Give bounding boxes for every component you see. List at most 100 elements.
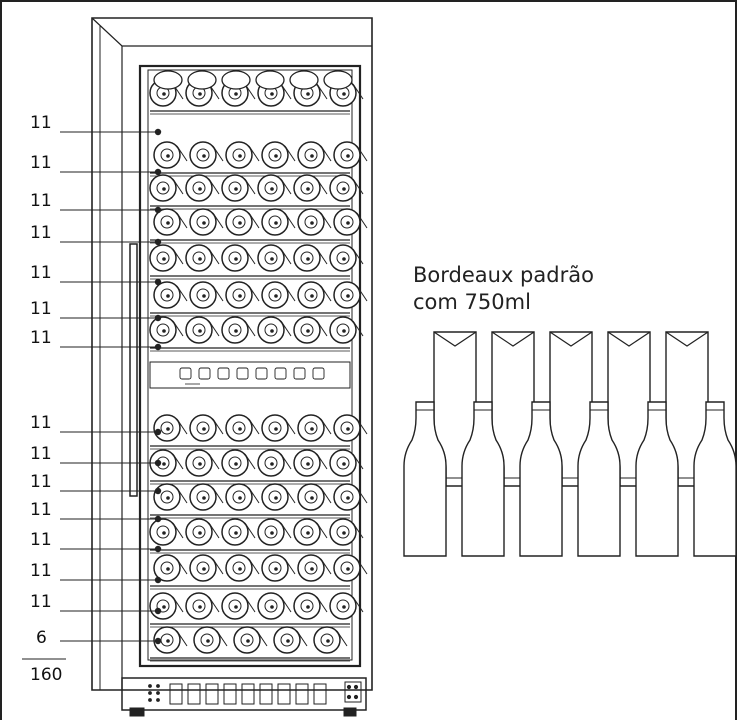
shelf-capacity-label: 11 xyxy=(30,153,52,173)
bottle-neck xyxy=(216,630,228,647)
shelf-row xyxy=(150,414,368,450)
bottle-center xyxy=(198,462,202,466)
leader-dot xyxy=(154,607,162,615)
bottle xyxy=(297,483,332,511)
bottle-neck xyxy=(212,487,224,504)
bottle xyxy=(261,281,296,309)
bottle-neck xyxy=(172,596,184,613)
bottle-neck xyxy=(352,596,364,613)
bottle-center xyxy=(306,605,310,609)
bottle-center xyxy=(202,496,206,500)
bottle-center xyxy=(346,567,350,571)
lock-icon xyxy=(312,367,325,380)
bottle-outline xyxy=(577,401,621,557)
up-arrow-icon xyxy=(274,367,287,380)
bottle xyxy=(153,626,188,654)
bottle-neck xyxy=(284,145,296,162)
bottle-neck xyxy=(316,320,328,337)
bottle-center xyxy=(162,92,166,96)
bottle xyxy=(293,244,328,272)
bottle-neck xyxy=(248,212,260,229)
bottle xyxy=(313,626,348,654)
bottle xyxy=(185,518,220,546)
bottle xyxy=(185,592,220,620)
bottle xyxy=(153,483,188,511)
grille-slot xyxy=(295,683,309,705)
bottle-center xyxy=(162,605,166,609)
light-icon xyxy=(198,367,211,380)
bottle xyxy=(261,483,296,511)
bottle xyxy=(225,483,260,511)
bottle-neck xyxy=(244,320,256,337)
bottle-center xyxy=(162,329,166,333)
grille-slot xyxy=(187,683,201,705)
bottle-outline xyxy=(635,401,679,557)
bottle-neck xyxy=(352,453,364,470)
temperature-zone-icon xyxy=(217,367,230,380)
bottle-neck xyxy=(280,83,292,100)
bottle-center xyxy=(202,567,206,571)
bottle-neck xyxy=(356,212,368,229)
bottle-neck xyxy=(172,248,184,265)
shelf-capacity-label: 11 xyxy=(30,191,52,211)
bottle-center xyxy=(166,221,170,225)
bottle-center xyxy=(162,531,166,535)
bottle-outline xyxy=(519,401,563,557)
bottle-neck xyxy=(316,596,328,613)
bottle-neck xyxy=(320,487,332,504)
shelf-capacity-label: 11 xyxy=(30,444,52,464)
bottle-center xyxy=(238,221,242,225)
bottle xyxy=(329,174,364,202)
bottle-neck xyxy=(356,418,368,435)
grille-dot xyxy=(148,684,152,688)
bottle-neck xyxy=(336,630,348,647)
shelf-capacity-label: 11 xyxy=(30,500,52,520)
bottle-neck xyxy=(356,285,368,302)
bottle-neck xyxy=(248,558,260,575)
bottle-center xyxy=(346,427,350,431)
grille-dot xyxy=(148,691,152,695)
bottle xyxy=(189,141,224,169)
bottle-center xyxy=(346,221,350,225)
bottle-center xyxy=(310,294,314,298)
bottle-neck xyxy=(208,320,220,337)
bottle xyxy=(225,141,260,169)
leader-dot xyxy=(154,314,162,322)
bottle xyxy=(185,244,220,272)
shelf-row xyxy=(150,554,368,590)
bottle xyxy=(149,518,184,546)
shelf-capacity-label: 11 xyxy=(30,592,52,612)
grille-slot xyxy=(205,683,219,705)
shelf-capacity-label: 11 xyxy=(30,413,52,433)
bottle-neck xyxy=(352,178,364,195)
bottle xyxy=(333,554,368,582)
bottle xyxy=(257,449,292,477)
shelf-row xyxy=(150,281,368,317)
bottle-center xyxy=(166,294,170,298)
bottle-neck xyxy=(212,212,224,229)
bottle-neck xyxy=(244,522,256,539)
bottle xyxy=(153,554,188,582)
shelf-capacity-label: 11 xyxy=(30,299,52,319)
bottle xyxy=(149,244,184,272)
bottle-center xyxy=(202,427,206,431)
bottle-outline xyxy=(461,401,505,557)
bottle-center xyxy=(162,187,166,191)
bottle-neck xyxy=(244,248,256,265)
bottle-neck xyxy=(320,145,332,162)
bottle-center xyxy=(306,329,310,333)
bottle-center xyxy=(270,92,274,96)
bottle-center xyxy=(234,605,238,609)
bottle-neck xyxy=(172,522,184,539)
bottle-center xyxy=(342,257,346,261)
leader-dot xyxy=(154,515,162,523)
bottle-center xyxy=(342,462,346,466)
bottle-neck xyxy=(208,596,220,613)
bottle-center xyxy=(274,221,278,225)
frame-right-border xyxy=(735,0,737,720)
bottle-center xyxy=(270,462,274,466)
bottle xyxy=(261,141,296,169)
bottle-center xyxy=(166,639,170,643)
bottle-center xyxy=(342,605,346,609)
bottle-center xyxy=(346,294,350,298)
